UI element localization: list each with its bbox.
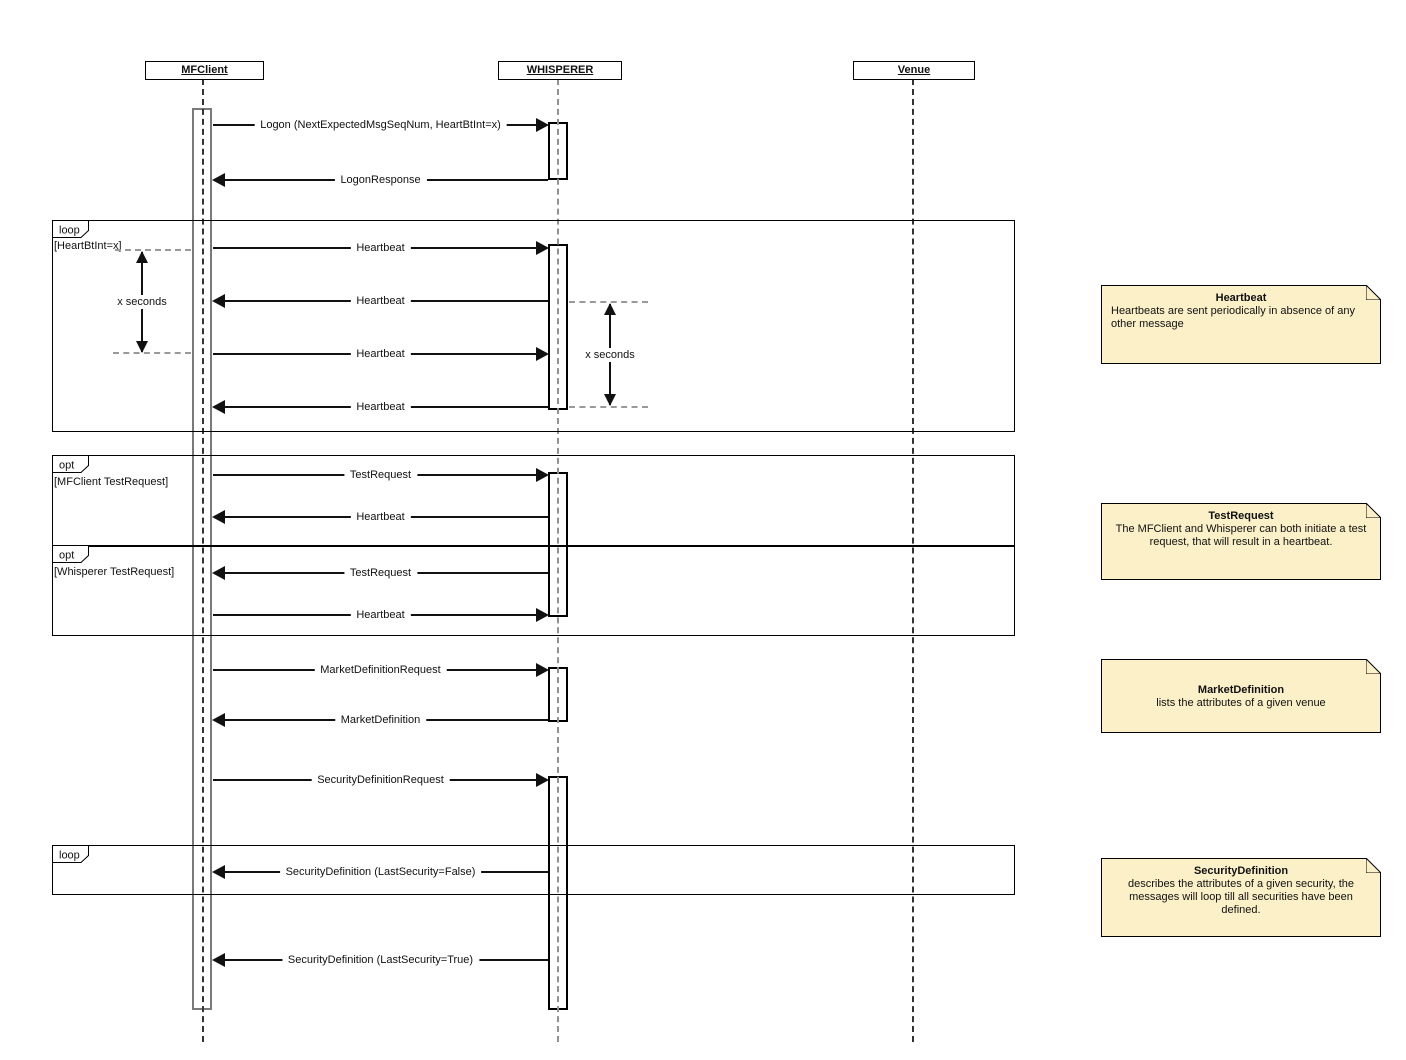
timer-tick xyxy=(113,352,191,354)
lifeline-whisperer xyxy=(557,79,559,1042)
timer-label: x seconds xyxy=(581,347,639,362)
note-body: describes the attributes of a given secu… xyxy=(1127,878,1355,916)
note-title: Heartbeat xyxy=(1215,292,1267,304)
message-label: TestRequest xyxy=(343,469,418,481)
arrowhead-right-icon xyxy=(536,241,549,255)
arrowhead-down-icon xyxy=(604,394,616,406)
frame-opt-whisperer-testrequest: opt xyxy=(52,545,1015,636)
arrowhead-down-icon xyxy=(136,341,148,353)
note-fold-icon xyxy=(1366,285,1381,300)
frame-tab: loop xyxy=(52,220,89,238)
timer-arrow-right: x seconds xyxy=(581,303,639,406)
frame-tab: opt xyxy=(52,455,89,473)
message-label: SecurityDefinitionRequest xyxy=(311,774,450,786)
arrowhead-left-icon xyxy=(212,566,225,580)
arrowhead-left-icon xyxy=(212,953,225,967)
message-label: SecurityDefinition (LastSecurity=False) xyxy=(279,866,482,878)
message-label: Heartbeat xyxy=(350,348,411,360)
frame-guard-mfclient-testrequest: [MFClient TestRequest] xyxy=(54,476,169,488)
participant-whisperer: WHISPERER xyxy=(498,61,622,80)
frame-guard-whisperer-testrequest: [Whisperer TestRequest] xyxy=(54,566,175,578)
arrowhead-right-icon xyxy=(536,468,549,482)
lifeline-mfclient xyxy=(202,79,204,1042)
note-fold-icon xyxy=(1366,659,1381,674)
arrowhead-up-icon xyxy=(136,251,148,263)
frame-tab: loop xyxy=(52,845,89,863)
arrowhead-left-icon xyxy=(212,865,225,879)
lifeline-venue xyxy=(912,79,914,1042)
note-securitydefinition: SecurityDefinition describes the attribu… xyxy=(1101,858,1381,937)
message-label: TestRequest xyxy=(343,567,418,579)
timer-arrow-left: x seconds xyxy=(113,251,171,353)
message-label: LogonResponse xyxy=(334,174,427,186)
note-title: MarketDefinition xyxy=(1197,683,1285,696)
arrowhead-left-icon xyxy=(212,173,225,187)
timer-tick xyxy=(569,301,648,303)
frame-guard-heartbeat: [HeartBtInt=x] xyxy=(54,240,122,252)
note-body: The MFClient and Whisperer can both init… xyxy=(1115,523,1367,548)
arrowhead-left-icon xyxy=(212,400,225,414)
arrowhead-right-icon xyxy=(536,663,549,677)
frame-loop-heartbeat: loop xyxy=(52,220,1015,432)
message-label: MarketDefinition xyxy=(334,714,427,726)
timer-label: x seconds xyxy=(113,295,171,309)
message-label: Heartbeat xyxy=(350,401,411,413)
note-fold-icon xyxy=(1366,503,1381,518)
note-title: SecurityDefinition xyxy=(1193,865,1289,877)
frame-tab: opt xyxy=(52,545,89,563)
message-label: Logon (NextExpectedMsgSeqNum, HeartBtInt… xyxy=(254,119,507,131)
participant-mfclient: MFClient xyxy=(145,61,264,80)
message-label: Heartbeat xyxy=(350,511,411,523)
note-body: Heartbeats are sent periodically in abse… xyxy=(1111,305,1355,330)
note-marketdefinition: MarketDefinition lists the attributes of… xyxy=(1101,659,1381,733)
frame-loop-securitydefinition: loop xyxy=(52,845,1015,895)
arrowhead-up-icon xyxy=(604,303,616,315)
timer-tick xyxy=(115,249,191,251)
note-fold-icon xyxy=(1366,858,1381,873)
arrowhead-right-icon xyxy=(536,118,549,132)
message-label: SecurityDefinition (LastSecurity=True) xyxy=(281,954,480,966)
arrowhead-right-icon xyxy=(536,608,549,622)
arrowhead-left-icon xyxy=(212,294,225,308)
message-label: Heartbeat xyxy=(350,609,411,621)
frame-opt-mfclient-testrequest: opt xyxy=(52,455,1015,547)
message-label: Heartbeat xyxy=(350,242,411,254)
arrowhead-right-icon xyxy=(536,347,549,361)
frame-tab-label: loop xyxy=(59,850,80,862)
note-body: lists the attributes of a given venue xyxy=(1156,696,1326,709)
message-label: Heartbeat xyxy=(350,295,411,307)
frame-tab-label: loop xyxy=(59,225,80,237)
timer-tick xyxy=(569,406,648,408)
note-title: TestRequest xyxy=(1208,510,1274,522)
note-testrequest: TestRequest The MFClient and Whisperer c… xyxy=(1101,503,1381,580)
note-heartbeat: Heartbeat Heartbeats are sent periodical… xyxy=(1101,285,1381,364)
frame-tab-label: opt xyxy=(59,460,74,472)
arrowhead-left-icon xyxy=(212,713,225,727)
arrowhead-right-icon xyxy=(536,773,549,787)
participant-venue: Venue xyxy=(853,61,975,80)
frame-tab-label: opt xyxy=(59,550,74,562)
message-label: MarketDefinitionRequest xyxy=(314,664,447,676)
arrowhead-left-icon xyxy=(212,510,225,524)
